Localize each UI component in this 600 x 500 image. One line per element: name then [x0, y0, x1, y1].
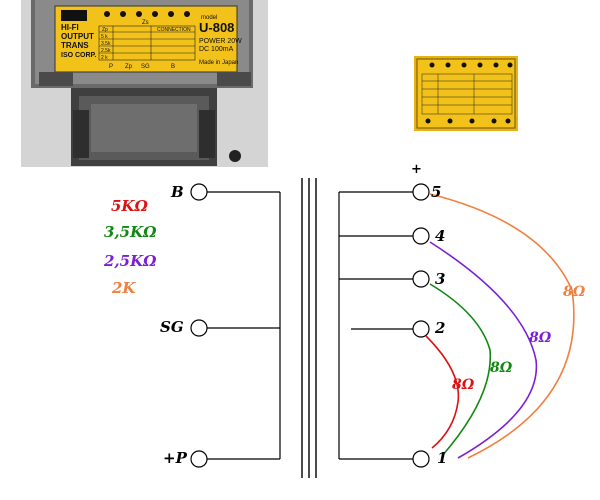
photo-model: U-808: [199, 20, 234, 35]
terminal-circle-3: [412, 270, 430, 288]
terminal-circle-p: [190, 450, 208, 468]
legend-2k: 2K: [112, 279, 136, 297]
photo-bottom-label-zp: Zp: [125, 64, 133, 70]
impedance-label-green: 8Ω: [490, 360, 513, 376]
legend-2-5k: 2,5KΩ: [104, 252, 157, 270]
transformer-photo-drawing: ISO HI-FI OUTPUT TRANS ISO CORP. Zs Zp C…: [21, 0, 268, 167]
secondary-tap-3: 3: [435, 270, 446, 288]
photo-brand-line-2: OUTPUT: [61, 32, 94, 41]
photo-bottom-label-p: P: [109, 64, 113, 70]
secondary-tap-4: 4: [435, 227, 446, 245]
legend-5k: 5KΩ: [111, 197, 148, 215]
terminal-circle-sg: [190, 319, 208, 337]
primary-label-p: +P: [163, 449, 187, 467]
impedance-label-orange: 8Ω: [563, 284, 586, 300]
terminal-circle-b: [190, 183, 208, 201]
photo-brand-line-3: TRANS: [61, 41, 89, 50]
secondary-tap-2: 2: [435, 319, 446, 337]
photo-zp-row-2: 3.5k: [101, 41, 111, 47]
photo-zs-header: Zs: [142, 20, 149, 26]
photo-zp-row-4: 2 k: [101, 55, 108, 61]
photo-dc: DC 100mA: [199, 46, 234, 53]
photo-model-label: model: [201, 15, 217, 21]
terminal-circle-5: [412, 183, 430, 201]
photo-power: POWER 20W: [199, 38, 242, 45]
secondary-tap-5: 5: [431, 183, 442, 201]
photo-logo: ISO: [64, 11, 80, 21]
wire-2k-curve: [429, 193, 575, 459]
photo-zp-row-1: 5 k: [101, 34, 108, 40]
photo-made-in: Made in Japan: [199, 60, 238, 66]
impedance-label-purple: 8Ω: [529, 330, 552, 346]
photo-connection-header: CONNECTION: [157, 27, 191, 33]
photo-bottom-label-b: B: [171, 64, 175, 70]
photo-zp-row-3: 2.5k: [101, 48, 111, 54]
secondary-tap-1: 1: [437, 449, 448, 467]
photo-zp-header: Zp: [102, 27, 108, 33]
terminal-circle-4: [412, 227, 430, 245]
terminal-circle-1: [412, 450, 430, 468]
wire-3-5k-curve: [429, 283, 492, 457]
photo-bottom-label-sg: SG: [141, 64, 150, 70]
wire-2-5k-curve: [429, 241, 538, 459]
nameplate-photo: [414, 56, 518, 131]
photo-brand-line-1: HI-FI: [61, 23, 79, 32]
photo-brand-line-4: ISO CORP.: [61, 52, 96, 59]
impedance-label-red: 8Ω: [452, 377, 475, 393]
nameplate-photo-drawing: [414, 56, 518, 131]
secondary-plus-label: +: [411, 162, 422, 177]
primary-label-b: B: [171, 183, 184, 201]
legend-3-5k: 3,5KΩ: [104, 223, 157, 241]
transformer-photo: ISO HI-FI OUTPUT TRANS ISO CORP. Zs Zp C…: [21, 0, 268, 167]
transformer-core: [301, 178, 317, 478]
primary-label-sg: SG: [160, 318, 184, 336]
wire-5k-curve: [425, 335, 460, 449]
terminal-circle-2: [412, 320, 430, 338]
